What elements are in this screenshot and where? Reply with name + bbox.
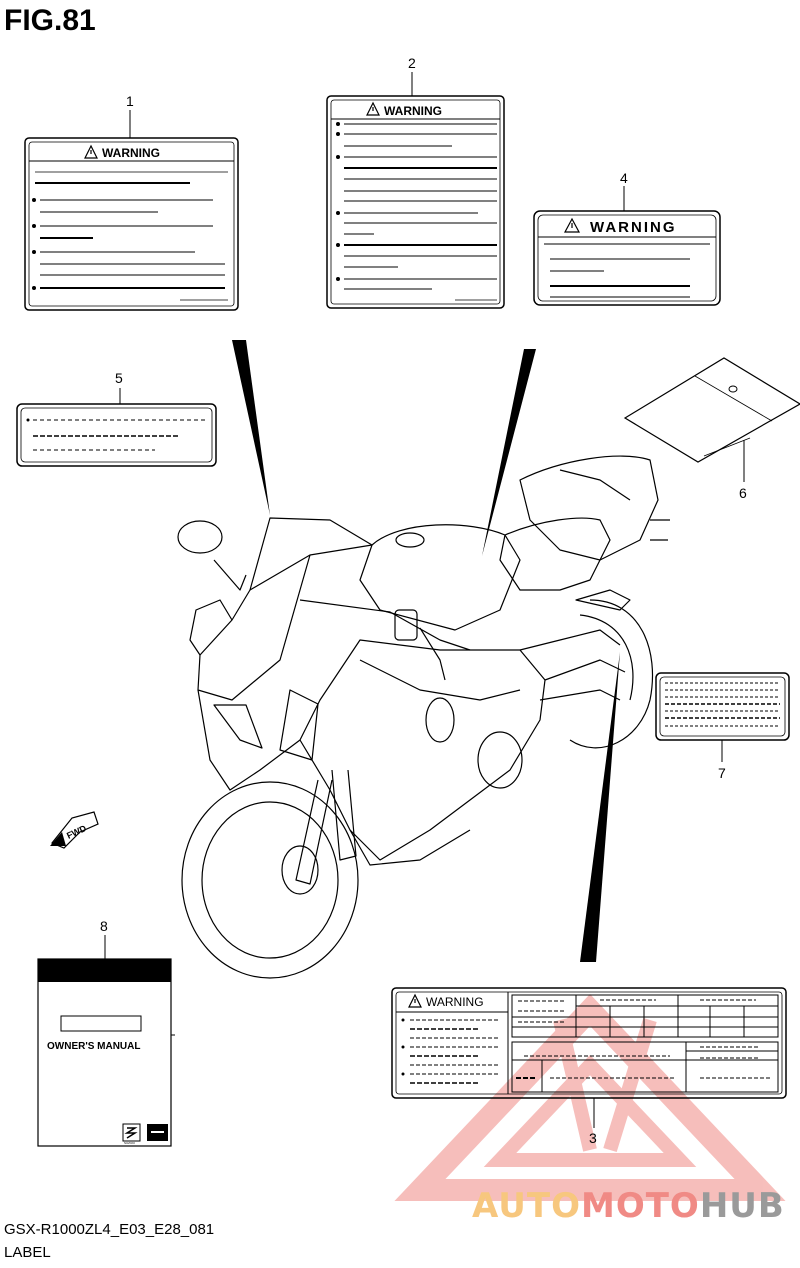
callout-3: 3	[589, 1130, 597, 1146]
owners-manual-book	[37, 958, 175, 1147]
callout-7: 7	[718, 765, 726, 781]
label-2-warning-text: WARNING	[384, 104, 442, 118]
figure-code: GSX-R1000ZL4_E03_E28_081	[4, 1221, 215, 1238]
owners-manual-brand-badge: SUZUKI	[124, 1141, 135, 1145]
label-2-warning	[326, 95, 505, 309]
watermark-part-1: AUTO	[472, 1186, 581, 1226]
leader-wedge-label-1	[232, 340, 270, 515]
warning-triangle-icon	[84, 144, 98, 159]
forward-arrow-icon	[50, 811, 99, 849]
warning-triangle-icon	[408, 993, 422, 1008]
callout-1: 1	[126, 93, 134, 109]
suzuki-logo-icon	[124, 1127, 138, 1139]
callout-4: 4	[620, 170, 628, 186]
callout-8: 8	[100, 918, 108, 934]
motorcycle-illustration	[177, 455, 670, 979]
owners-manual-title: OWNER'S MANUAL	[47, 1041, 140, 1052]
label-1-warning	[24, 137, 239, 311]
label-1-warning-text: WARNING	[102, 146, 160, 160]
label-4-warning-text: WARNING	[590, 219, 677, 236]
watermark-brand: AUTOMOTOHUB	[472, 1186, 785, 1226]
label-7	[655, 672, 790, 741]
label-3-warning-text: WARNING	[426, 995, 484, 1009]
watermark-part-2: MOTO	[580, 1186, 700, 1226]
leader-wedge-label-2	[482, 349, 536, 556]
callout-2: 2	[408, 55, 416, 71]
label-4-warning	[533, 210, 721, 306]
warning-triangle-icon	[563, 217, 581, 233]
callout-5: 5	[115, 370, 123, 386]
watermark-part-3: HUB	[699, 1186, 785, 1226]
label-6-sheet	[623, 357, 800, 463]
figure-caption: LABEL	[4, 1244, 51, 1261]
callout-6: 6	[739, 485, 747, 501]
warning-triangle-icon	[366, 101, 380, 116]
figure-title: FIG.81	[4, 4, 96, 37]
label-3-warning	[391, 987, 787, 1099]
label-5	[16, 403, 217, 467]
leader-wedge-label-3	[580, 652, 620, 962]
